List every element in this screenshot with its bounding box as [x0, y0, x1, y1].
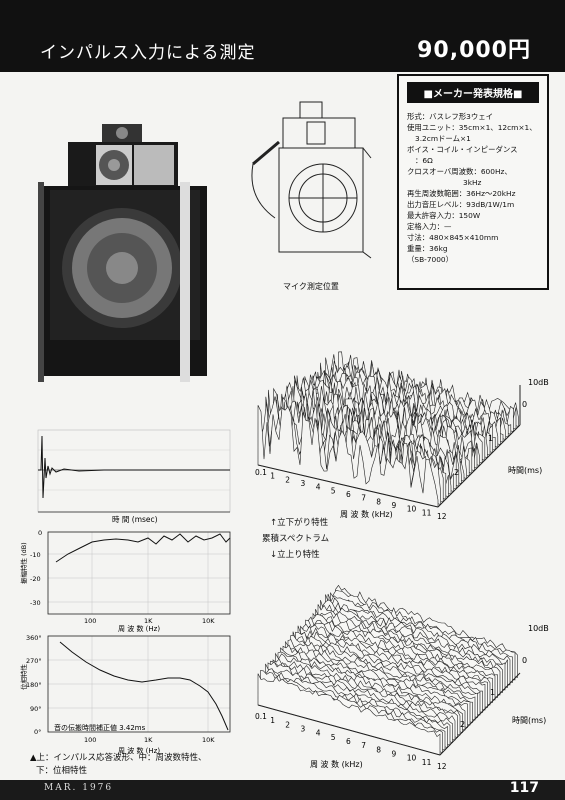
phase-ylabel: 位相特性 [19, 664, 28, 691]
impulse-chart: 時 間 (msec) [37, 429, 231, 524]
waterfall-freq-tick: 5 [331, 486, 336, 495]
waterfall-freq-tick: 5 [331, 733, 336, 742]
freq-ytick-3: -30 [30, 599, 41, 607]
spec-line: 寸法：480×845×410mm [407, 233, 499, 242]
phase-ytick-3: 90° [30, 705, 42, 713]
waterfall-freq-tick: 0.1 [255, 468, 267, 477]
wf-bot-freq-label: 周 波 数 (kHz) [310, 759, 363, 769]
waterfall-freq-tick: 12 [437, 512, 447, 521]
waterfall-freq-tick: 12 [437, 762, 447, 771]
waterfall-freq-tick: 3 [301, 479, 306, 488]
freq-xtick-0: 100 [84, 617, 96, 625]
waterfall-freq-tick: 6 [346, 490, 351, 499]
caption-cumulative-spectrum: 累積スペクトラム [262, 534, 330, 544]
waterfall-freq-tick: 0.1 [255, 712, 267, 721]
freq-ytick-2: -20 [30, 575, 41, 583]
spec-line: （SB-7000） [407, 255, 454, 264]
phase-xtick-0: 100 [84, 736, 96, 744]
waterfall-freq-tick: 8 [376, 745, 381, 754]
wf-bot-time-1: 1 [490, 688, 495, 697]
spec-line: 定格入力：— [407, 222, 452, 231]
price: 90,000円 [417, 38, 531, 63]
waterfall-freq-tick: 1 [270, 716, 275, 725]
page-header: インパルス入力による測定 90,000円 [0, 0, 565, 72]
waterfall-freq-tick: 10 [407, 505, 417, 514]
phase-xlabel: 周 波 数 (Hz) [118, 746, 160, 755]
spec-line: 形式：バスレフ形3ウェイ [407, 112, 494, 121]
waterfall-freq-tick: 2 [285, 720, 290, 729]
phase-ytick-2: 180° [26, 681, 42, 689]
waterfall-freq-tick: 3 [301, 725, 306, 734]
frequency-response-chart: 振幅特性 (dB) 0 -10 -20 -30 100 1K 10K 周 波 数… [19, 529, 231, 632]
freq-xlabel: 周 波 数 (Hz) [118, 624, 160, 632]
bottom-caption-line2: 下：位相特性 [36, 766, 88, 776]
freq-ylabel: 振幅特性 (dB) [19, 542, 28, 584]
phase-ytick-1: 270° [26, 657, 42, 665]
waterfall-freq-tick: 7 [361, 741, 366, 750]
spec-title: ■メーカー発表規格■ [407, 82, 539, 103]
waterfall-freq-tick: 1 [270, 472, 275, 481]
issue-date: MAR. 1976 [44, 783, 114, 793]
mic-position-drawing [251, 101, 372, 259]
wf-top-time-1: 1 [488, 434, 493, 443]
waterfall-freq-tick: 6 [346, 737, 351, 746]
freq-ytick-0: 0 [38, 529, 42, 537]
spec-line: ボイス・コイル・インピーダンス [407, 145, 518, 154]
waterfall-freq-tick: 11 [422, 508, 432, 517]
spec-line: ：6Ω [415, 156, 433, 165]
waterfall-freq-tick: 4 [316, 729, 321, 738]
spec-line: 3.2cmドーム×1 [415, 134, 471, 143]
freq-xtick-1: 1K [144, 617, 153, 625]
waterfall-freq-tick: 7 [361, 494, 366, 503]
spec-line: 使用ユニット：35cm×1、12cm×1、 [407, 123, 537, 132]
spec-box: ■メーカー発表規格■ 形式：バスレフ形3ウェイ 使用ユニット：35cm×1、12… [397, 74, 549, 290]
caption-buildup: ↓立上り特性 [270, 550, 320, 560]
phase-ytick-4: 0° [34, 728, 41, 736]
waterfall-freq-tick: 9 [392, 750, 397, 759]
wf-top-time-label: 時間(ms) [508, 466, 542, 475]
speaker-photo [30, 118, 220, 383]
freq-ytick-1: -10 [30, 551, 41, 559]
waterfall-freq-tick: 2 [285, 475, 290, 484]
wf-top-time-2: 2 [454, 468, 459, 477]
spec-line: 重量：36kg [407, 244, 448, 253]
wf-bot-time-label: 時間(ms) [512, 716, 546, 725]
waterfall-freq-tick: 10 [407, 754, 417, 763]
wf-bot-db-label: 10dB [528, 624, 549, 633]
phase-ytick-0: 360° [26, 634, 42, 642]
bottom-caption-line1: ▲上：インパルス応答波形、中：周波数特性、 [30, 753, 207, 763]
caption-decay: ↑立下がり特性 [270, 518, 329, 528]
phase-delay-note: 音の伝搬時間補正値 3.42ms [54, 723, 146, 732]
waterfall-freq-tick: 9 [392, 501, 397, 510]
wf-bot-time-2: 2 [460, 720, 465, 729]
phase-response-chart: 位相特性 360° 270° 180° 90° 0° 音の伝搬時間補正値 3.4… [19, 634, 231, 755]
mic-label: マイク測定位置 [283, 282, 339, 291]
page-footer: MAR. 1976 117 [0, 780, 565, 800]
page-number: 117 [509, 780, 539, 796]
spec-line: 出力音圧レベル：93dB/1W/1m [407, 200, 515, 209]
spec-line: 3kHz [463, 178, 482, 187]
page-title: インパルス入力による測定 [40, 43, 256, 63]
waterfall-slice [257, 405, 439, 508]
waterfall-freq-tick: 11 [422, 758, 432, 767]
waterfall-freq-tick: 4 [316, 483, 321, 492]
phase-xtick-1: 1K [144, 736, 153, 744]
wf-top-time-0: 0 [522, 400, 527, 409]
wf-top-freq-label: 周 波 数 (kHz) [340, 509, 393, 519]
wf-top-db-label: 10dB [528, 378, 549, 387]
freq-xtick-2: 10K [202, 617, 215, 625]
wf-bot-time-0: 0 [522, 656, 527, 665]
waterfall-slice [257, 673, 441, 756]
spec-line: 最大許容入力：150W [407, 211, 481, 220]
spec-line: クロスオーバ周波数：600Hz、 [407, 167, 512, 176]
spec-line: 再生周波数範囲：36Hz〜20kHz [407, 189, 516, 198]
phase-xtick-2: 10K [202, 736, 215, 744]
impulse-xlabel: 時 間 (msec) [112, 515, 158, 524]
waterfall-freq-tick: 8 [376, 497, 381, 506]
